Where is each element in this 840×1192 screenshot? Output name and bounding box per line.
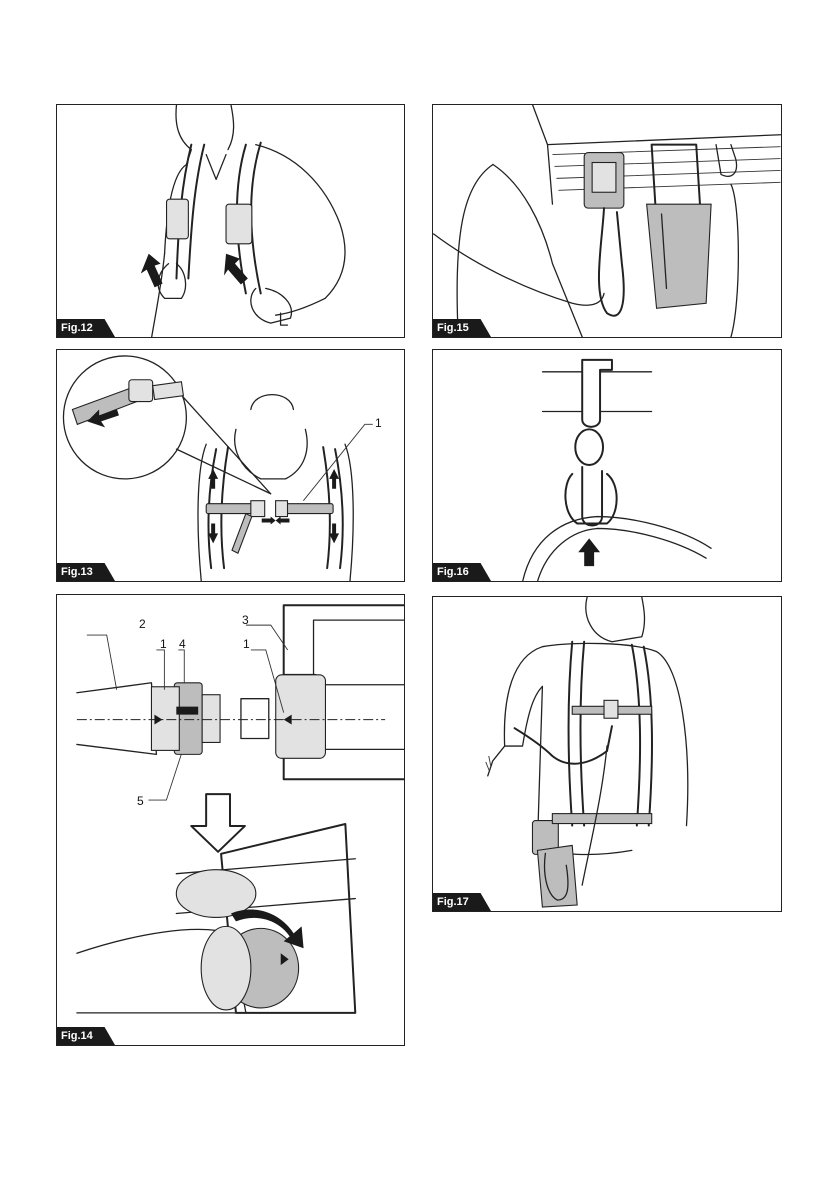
hanging-hook-illustration <box>433 350 781 581</box>
callout-number: 2 <box>139 617 146 631</box>
figure-17: Fig.17 <box>432 596 782 912</box>
callout-number: 4 <box>179 637 186 651</box>
callout-number: 3 <box>242 613 249 627</box>
hose-connection-illustration <box>57 595 404 1045</box>
figure-13: 1 Fig.13 <box>56 349 405 582</box>
figure-16: Fig.16 <box>432 349 782 582</box>
callout-number: 5 <box>137 794 144 808</box>
figure-15: Fig.15 <box>432 104 782 338</box>
callout-number: 1 <box>243 637 250 651</box>
callout-number: 1 <box>160 637 167 651</box>
figure-12: Fig.12 <box>56 104 405 338</box>
holster-belt-illustration <box>433 105 781 337</box>
figure-14: 2 1 4 3 1 5 Fig.14 <box>56 594 405 1046</box>
callout-number: 1 <box>375 416 382 430</box>
chest-strap-illustration <box>57 350 404 581</box>
harness-worn-illustration <box>433 597 781 911</box>
shoulder-strap-illustration <box>57 105 404 337</box>
